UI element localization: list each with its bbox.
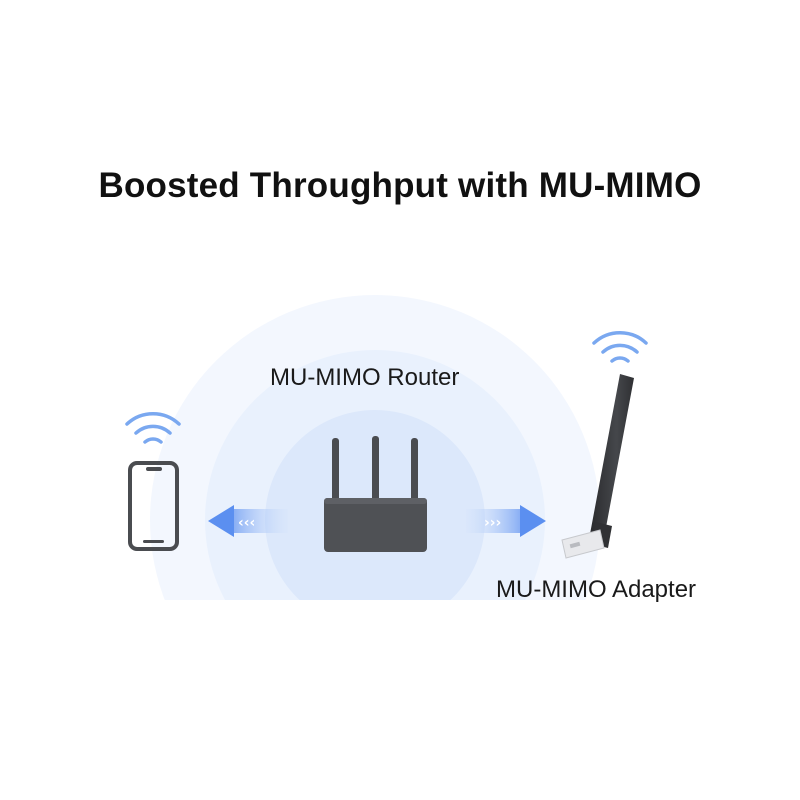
router-label: MU-MIMO Router [270,364,460,391]
page-title: Boosted Throughput with MU-MIMO [98,166,702,205]
router-icon [324,436,427,552]
adapter-wifi-icon [592,330,648,363]
adapter-label: MU-MIMO Adapter [496,576,697,603]
svg-text:‹‹‹: ‹‹‹ [238,515,255,531]
right-data-arrow-icon: ››› [466,505,546,537]
left-data-arrow-icon: ‹‹‹ [208,505,288,537]
smartphone-icon [128,461,179,551]
phone-wifi-icon [125,411,181,444]
usb-wifi-adapter-icon [561,374,634,559]
svg-text:›››: ››› [484,515,501,531]
